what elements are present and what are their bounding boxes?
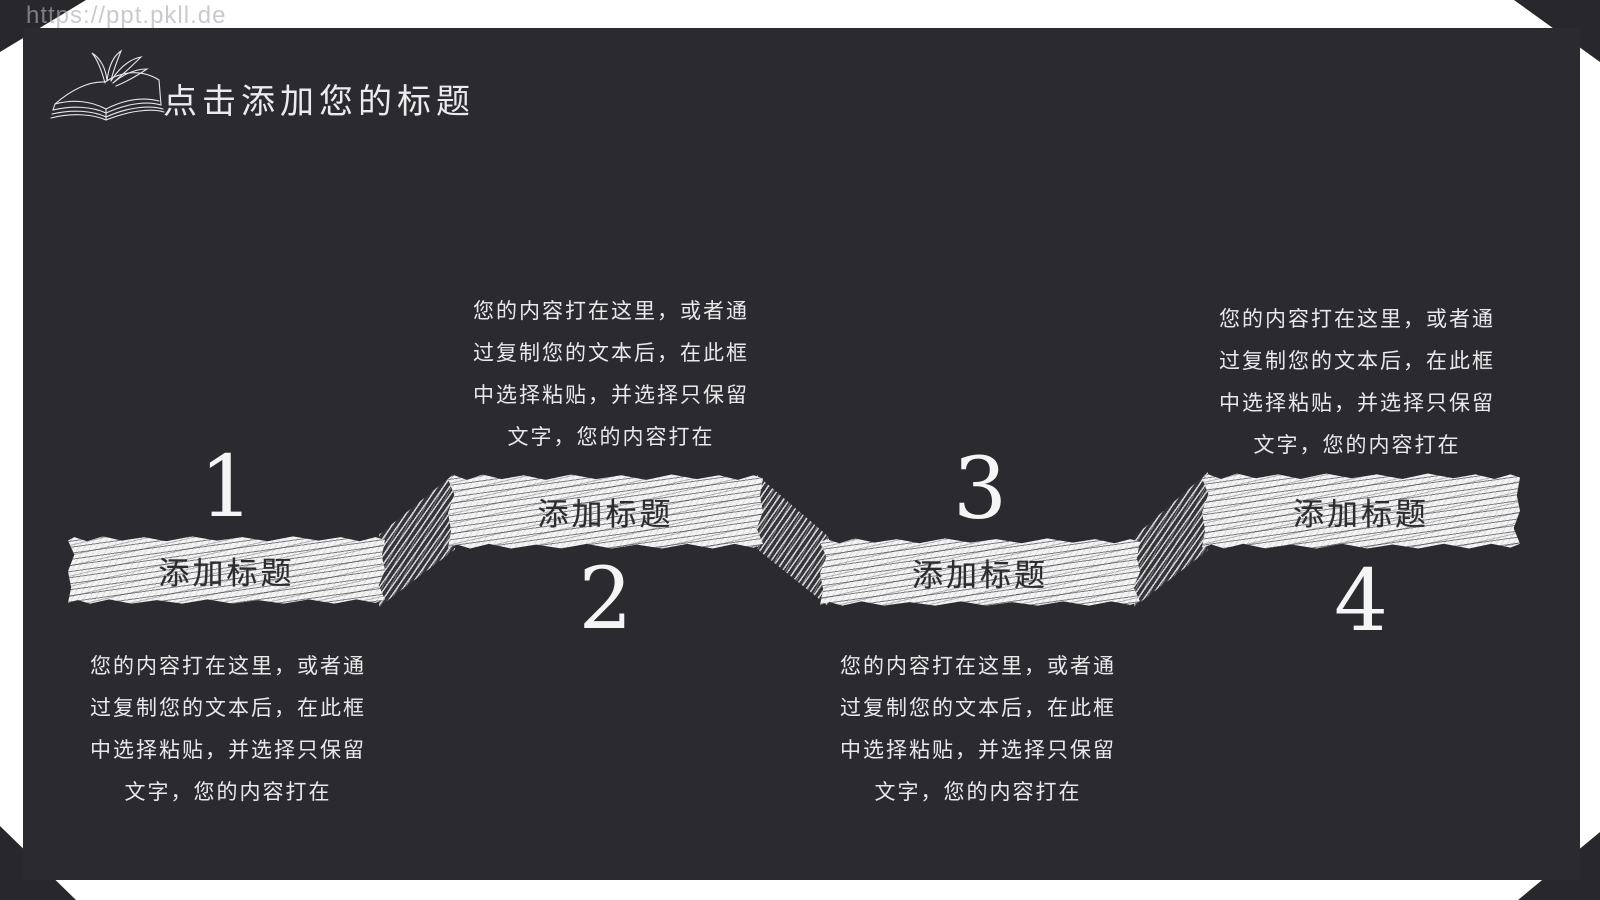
step-1-body-line: 中选择粘贴，并选择只保留 <box>90 738 366 762</box>
ribbon-fold-3 <box>1134 472 1208 607</box>
step-4-number: 4 <box>1333 552 1389 651</box>
step-4-body-line: 过复制您的文本后，在此框 <box>1219 349 1495 373</box>
slide-canvas: 点击添加您的标题 添加标题 添加标题 添加标题 添加标题 1 2 3 4 您的内… <box>23 28 1580 880</box>
step-1-body-line: 文字，您的内容打在 <box>124 780 332 804</box>
step-3-body-line: 文字，您的内容打在 <box>874 780 1082 804</box>
step-4-body-line: 文字，您的内容打在 <box>1253 433 1461 457</box>
step-2-label: 添加标题 <box>537 497 674 532</box>
step-2-body: 您的内容打在这里，或者通 过复制您的文本后，在此框 中选择粘贴，并选择只保留 文… <box>461 290 761 458</box>
step-3-body-line: 您的内容打在这里，或者通 <box>840 654 1116 678</box>
step-2-body-line: 过复制您的文本后，在此框 <box>473 341 749 365</box>
step-3-body-line: 中选择粘贴，并选择只保留 <box>840 738 1116 762</box>
page-title: 点击添加您的标题 <box>163 84 475 121</box>
step-4-body-line: 中选择粘贴，并选择只保留 <box>1219 391 1495 415</box>
step-3-body-line: 过复制您的文本后，在此框 <box>840 696 1116 720</box>
step-4-body-line: 您的内容打在这里，或者通 <box>1219 307 1495 331</box>
step-2-body-line: 文字，您的内容打在 <box>507 425 715 449</box>
step-3-label: 添加标题 <box>912 557 1048 593</box>
ribbon-band-step-2: 添加标题 <box>448 474 763 549</box>
step-3-number: 3 <box>952 440 1008 539</box>
step-4-body: 您的内容打在这里，或者通 过复制您的文本后，在此框 中选择粘贴，并选择只保留 文… <box>1207 298 1507 466</box>
step-1-body: 您的内容打在这里，或者通 过复制您的文本后，在此框 中选择粘贴，并选择只保留 文… <box>78 645 378 813</box>
step-1-number: 1 <box>199 438 254 537</box>
step-2-body-line: 您的内容打在这里，或者通 <box>473 299 749 323</box>
step-2-body-line: 中选择粘贴，并选择只保留 <box>473 383 749 407</box>
step-1-body-line: 您的内容打在这里，或者通 <box>90 654 366 678</box>
step-3-body: 您的内容打在这里，或者通 过复制您的文本后，在此框 中选择粘贴，并选择只保留 文… <box>828 645 1128 813</box>
ribbon-band-step-4: 添加标题 <box>1202 473 1520 549</box>
step-1-body-line: 过复制您的文本后，在此框 <box>90 696 366 720</box>
step-1-label: 添加标题 <box>158 555 295 591</box>
watermark-link[interactable]: https://ppt.pkll.de <box>26 2 227 29</box>
ribbon-fold-1 <box>379 473 455 607</box>
step-4-label: 添加标题 <box>1293 496 1429 532</box>
ribbon-fold-2 <box>757 475 829 607</box>
ribbon-band-step-1: 添加标题 <box>68 536 385 604</box>
step-2-number: 2 <box>578 550 633 649</box>
ribbon-band-step-3: 添加标题 <box>820 538 1140 606</box>
open-book-icon <box>50 49 165 121</box>
